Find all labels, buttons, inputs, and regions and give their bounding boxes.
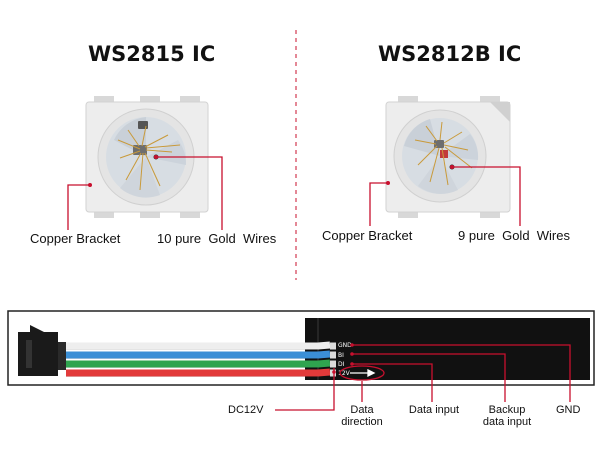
pad-label-gnd: GND <box>338 342 352 349</box>
wire-blue-pad <box>330 351 336 359</box>
pad-label-12v: 12V <box>338 370 350 377</box>
gnd-label: GND <box>556 404 581 416</box>
backup-data-input-label: Backup data input <box>482 404 532 428</box>
ws2812b-gold-wires-label: 9 pure Gold Wires <box>458 228 570 243</box>
wire-blue <box>66 350 331 359</box>
wire-white-pad <box>330 342 336 350</box>
wire-red-pad <box>330 369 336 377</box>
dc12v-label: DC12V <box>228 404 264 416</box>
wire-green-pad <box>330 360 336 368</box>
ws2815-gold-wires-label: 10 pure Gold Wires <box>157 231 277 246</box>
wire-green <box>66 359 331 368</box>
ws2815-title: WS2815 IC <box>88 42 216 66</box>
pad-label-bi: BI <box>338 352 344 359</box>
data-input-label: Data input <box>408 404 460 416</box>
ws2815-copper-bracket-label: Copper Bracket <box>30 231 121 246</box>
connector <box>18 332 58 376</box>
ws2812b-title: WS2812B IC <box>378 42 522 66</box>
data-direction-label: Data direction <box>341 404 383 428</box>
ws2812b-chip <box>385 96 511 218</box>
wire-white <box>66 341 331 350</box>
ws2812b-copper-bracket-label: Copper Bracket <box>322 228 413 243</box>
wire-red <box>66 368 331 377</box>
pad-label-di: DI <box>338 361 345 368</box>
ws2815-chip <box>85 96 209 218</box>
